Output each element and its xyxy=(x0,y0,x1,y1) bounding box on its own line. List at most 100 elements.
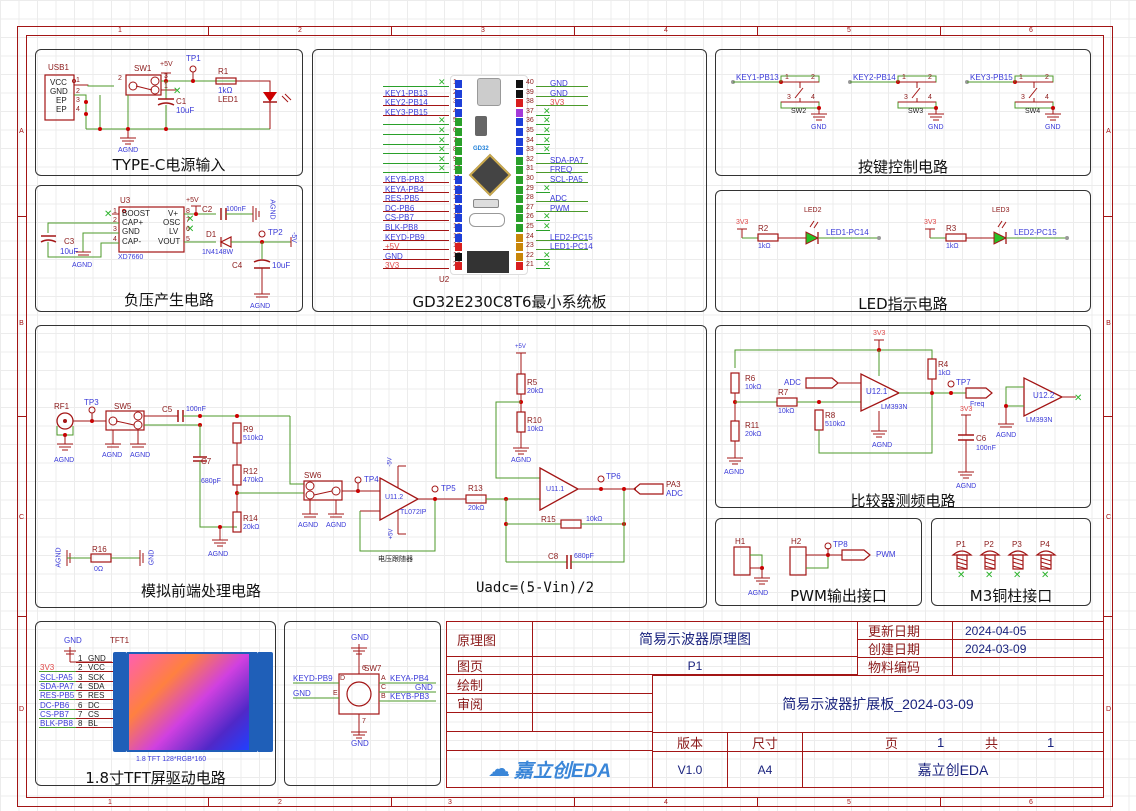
comparator-schematic: ✕ xyxy=(727,339,1082,479)
tft-pin-num: 8 xyxy=(78,719,83,729)
mcu-pin-header xyxy=(516,156,523,165)
agnd-label: AGND xyxy=(956,483,977,490)
screw-icon: ✕ xyxy=(979,550,1001,581)
c2-ref: C2 xyxy=(202,205,213,214)
mcu-pin-header xyxy=(516,108,523,117)
panel-title: 比较器测频电路 xyxy=(850,492,956,510)
mcu-net-label: BLK-PB8 xyxy=(385,223,418,232)
r12-value: 470kΩ xyxy=(243,477,264,484)
ruler-divider xyxy=(1104,416,1113,417)
pin-wire xyxy=(383,201,449,203)
c6-ref: C6 xyxy=(976,434,987,443)
pin-wire xyxy=(39,727,79,729)
vneg-label: -5V xyxy=(289,232,297,243)
led-ref: LED2 xyxy=(804,207,822,214)
tb-schematic-name: 简易示波器原理图 xyxy=(532,621,858,657)
u3-pin-num: 5 xyxy=(186,236,190,243)
mcu-net-label: PWM xyxy=(550,203,570,213)
panel-comparator[interactable]: ✕ 3V3 R6 10kΩ R11 20kΩ AGND R7 10kΩ R8 5… xyxy=(715,325,1091,510)
u3-pin-num: 7 xyxy=(186,217,190,224)
pin-wire xyxy=(383,230,449,231)
tft-pin-name: GND xyxy=(88,654,106,663)
mcu-pin-num: 4 xyxy=(453,108,457,115)
pin-wire xyxy=(383,95,449,97)
gnd-label: GND xyxy=(64,636,82,645)
r7-value: 10kΩ xyxy=(778,408,795,415)
mcu-left-pin-row: +5V18 xyxy=(313,242,463,252)
ruler-divider xyxy=(574,26,575,35)
push-button-icon xyxy=(965,75,1061,121)
key-pin: 4 xyxy=(811,94,815,101)
gnd-label: GND xyxy=(1045,124,1061,131)
mcu-pin-num: 34 xyxy=(526,136,534,144)
c5-ref: C5 xyxy=(162,405,173,414)
mcu-board-body: GD32 xyxy=(450,75,528,275)
pin-wire xyxy=(536,86,588,87)
pin-wire xyxy=(76,708,114,710)
d1-part: 1N4148W xyxy=(202,249,234,256)
mcu-pin-num: 22 xyxy=(526,251,534,259)
pin-wire xyxy=(383,153,449,155)
agnd-label: AGND xyxy=(250,303,271,310)
mcu-net-label: KEYA-PB4 xyxy=(385,184,424,194)
usb-pin-num: 3 xyxy=(76,97,80,104)
panel-mcu-board[interactable]: GD32 ✕1KEY1-PB132KEY2-PB143KEY3-PB154✕5✕… xyxy=(312,49,707,312)
gnd-label: GND xyxy=(148,549,156,566)
tft-pin-name: SDA xyxy=(88,681,105,691)
key-net-label: KEY3-PB15 xyxy=(970,73,1013,82)
tb-total-num: 1 xyxy=(1047,734,1055,750)
ruler-divider xyxy=(208,26,209,35)
panel-negative-voltage[interactable]: ✕ ✕ ✕ U3 BOOST CAP+ GND CAP- 1 2 3 4 V+ xyxy=(35,185,303,312)
no-connect-icon: ✕ xyxy=(438,134,446,145)
pin-wire xyxy=(39,708,79,710)
r12-ref: R12 xyxy=(243,467,258,476)
r9-value: 510kΩ xyxy=(243,435,264,442)
mcu-net-label: FREQ xyxy=(550,165,573,175)
joystick-net: GND xyxy=(293,689,311,698)
pin-wire xyxy=(76,717,114,719)
tft-pin-name: VCC xyxy=(88,663,105,673)
panel-typec-power[interactable]: ✕ USB1 VCC GND EP EP 1 2 3 4 SW1 2 3 1 +… xyxy=(35,49,303,176)
u11-1-ref: U11.1 xyxy=(546,486,565,493)
mcu-pin-header xyxy=(516,118,523,127)
mcu-pin-header xyxy=(455,262,462,271)
usb-pin-gnd: GND xyxy=(50,87,68,96)
c1-value: 10uF xyxy=(176,106,195,115)
joystick-net: KEYA-PB4 xyxy=(390,674,429,683)
vpos-label: +5V xyxy=(515,344,526,350)
tb-review-label: 审阅 xyxy=(446,693,533,713)
panel-joystick[interactable]: GND 6 7 SW7 KEYD-PB9 D GND E A KEYA-PB4 … xyxy=(284,621,441,786)
no-connect-icon: ✕ xyxy=(438,125,446,135)
c1-ref: C1 xyxy=(176,97,187,106)
key-ref: SW2 xyxy=(791,108,807,115)
screw-icon: ✕ xyxy=(1035,550,1057,581)
mcu-left-pin-row: ✕5 xyxy=(313,115,463,127)
r9-ref: R9 xyxy=(243,425,254,434)
panel-m3-posts[interactable]: P1✕P2✕P3✕P4✕ M3铜柱接口 xyxy=(931,518,1091,606)
pin-wire xyxy=(383,134,449,135)
tft-net-label: BLK-PB8 xyxy=(40,719,73,729)
pin-wire xyxy=(383,172,449,174)
row-label-left: C xyxy=(18,514,25,521)
tft-pin-num: 4 xyxy=(78,681,83,691)
r13-value: 20kΩ xyxy=(468,505,485,512)
mcu-pin-header xyxy=(455,128,462,136)
mcu-ref: U2 xyxy=(439,275,450,284)
post-ref: P1 xyxy=(956,540,966,549)
pin-wire xyxy=(383,220,449,222)
mcu-pin-num: 30 xyxy=(526,175,534,182)
mcu-right-pin-row: 33✕ xyxy=(516,144,676,156)
panel-analog-frontend[interactable]: RF1 TP3 SW5 AGND AGND AGND C5 100nF C7 6… xyxy=(35,325,707,608)
mcu-pin-header xyxy=(516,233,523,242)
follower-label: 电压跟随器 xyxy=(378,556,413,563)
panel-pwm-output[interactable]: H1 H2 TP8 PWM AGND PWM输出接口 xyxy=(715,518,922,606)
